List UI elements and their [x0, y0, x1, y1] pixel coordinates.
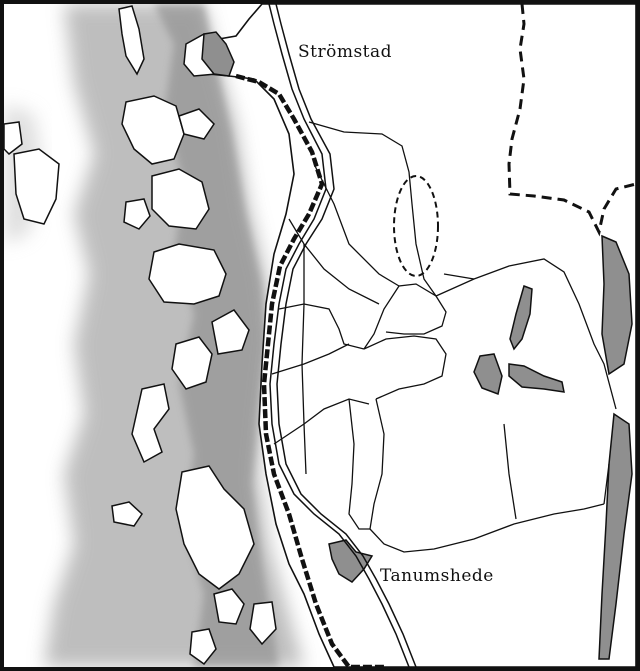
lake-east-south	[598, 412, 633, 660]
islands	[4, 5, 277, 666]
dashed-border	[507, 4, 636, 237]
lake-long-east	[509, 285, 533, 351]
label-tanumshede: Tanumshede	[380, 566, 494, 586]
lake-small-center	[473, 353, 503, 396]
lake-north	[201, 31, 235, 77]
label-stromstad: Strömstad	[298, 42, 393, 62]
railway-line	[235, 73, 384, 667]
map-canvas	[4, 4, 636, 667]
lake-east-long	[601, 234, 633, 376]
dashed-ellipse	[393, 175, 439, 277]
minor-roads	[271, 121, 617, 553]
lake-fork	[508, 363, 565, 393]
lakes	[201, 31, 633, 660]
double-road	[268, 4, 417, 667]
